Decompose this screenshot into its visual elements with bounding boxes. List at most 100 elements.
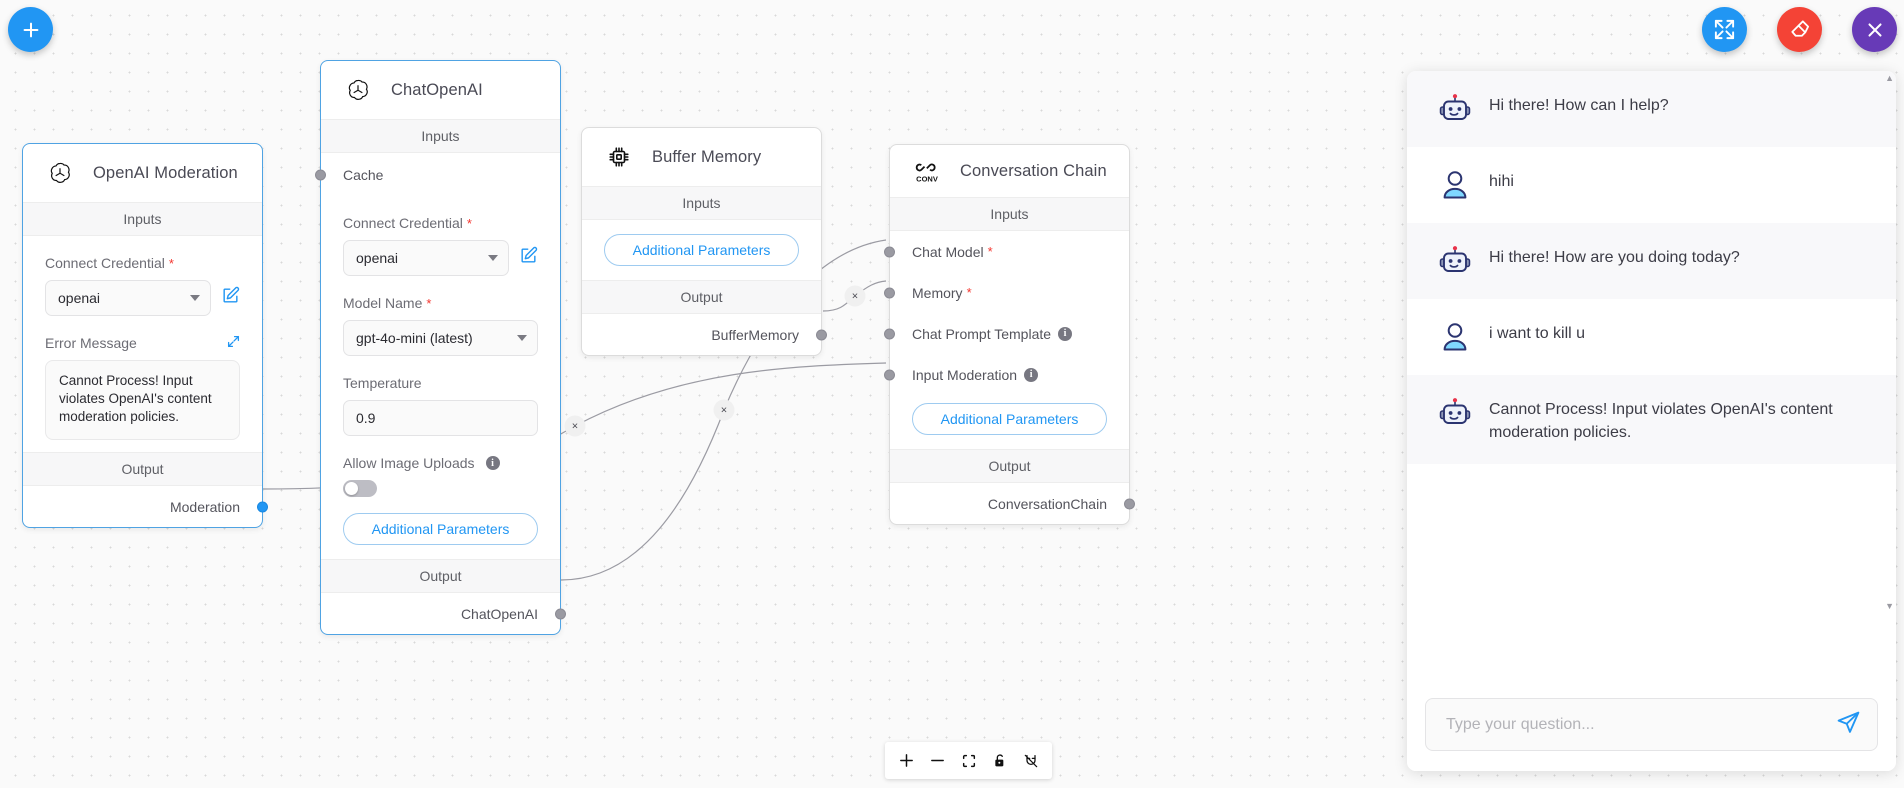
allow-image-uploads-field: Allow Image Uploads i — [321, 455, 560, 513]
input-label-cache: Cache — [343, 166, 384, 183]
user-avatar-icon — [1437, 319, 1473, 355]
temperature-input[interactable]: 0.9 — [343, 400, 538, 436]
model-name-label: Model Name * — [343, 295, 432, 311]
model-name-field: Model Name * gpt-4o-mini (latest) — [321, 295, 560, 356]
input-row-cache: Cache — [315, 153, 560, 196]
zoom-in-button[interactable] — [891, 745, 922, 776]
snap-grid-button[interactable] — [1015, 745, 1046, 776]
close-chat-button[interactable] — [1852, 7, 1897, 52]
credential-select[interactable]: openai — [45, 280, 211, 316]
input-moderation-input-handle[interactable] — [884, 369, 895, 380]
additional-parameters-button[interactable]: Additional Parameters — [343, 513, 538, 545]
additional-parameters-button[interactable]: Additional Parameters — [912, 403, 1107, 435]
edge-delete-button[interactable]: × — [713, 399, 735, 421]
memory-chip-icon — [604, 142, 634, 172]
credential-value: openai — [58, 290, 101, 306]
chat-message-list[interactable]: Hi there! How can I help? hihi — [1407, 71, 1896, 685]
input-row-memory: Memory * — [884, 272, 1129, 313]
edit-credential-icon[interactable] — [519, 246, 538, 270]
credential-select[interactable]: openai — [343, 240, 509, 276]
openai-icon — [45, 158, 75, 188]
temperature-field: Temperature 0.9 — [321, 375, 560, 436]
clear-chat-button[interactable] — [1777, 7, 1822, 52]
memory-input-handle[interactable] — [884, 287, 895, 298]
chat-message: Hi there! How can I help? — [1407, 71, 1896, 147]
chat-message: Hi there! How are you doing today? — [1407, 223, 1896, 299]
output-handle[interactable] — [555, 608, 566, 619]
node-title: OpenAI Moderation — [93, 163, 238, 182]
conv-chain-icon: CONV — [912, 156, 942, 186]
output-section-label: Output — [23, 452, 262, 486]
chat-message: i want to kill u — [1407, 299, 1896, 375]
input-label: Chat Prompt Template — [912, 325, 1052, 342]
openai-icon — [343, 75, 373, 105]
credential-label: Connect Credential * — [343, 215, 472, 231]
input-row-chat-prompt-template: Chat Prompt Template i — [884, 313, 1129, 354]
output-handle-label: Moderation — [169, 498, 240, 515]
info-icon[interactable]: i — [485, 456, 500, 470]
chat-panel[interactable]: Hi there! How can I help? hihi — [1407, 71, 1896, 771]
model-name-select[interactable]: gpt-4o-mini (latest) — [343, 320, 538, 356]
additional-parameters-button[interactable]: Additional Parameters — [604, 234, 799, 266]
error-message-label: Error Message — [45, 335, 240, 351]
required-marker: * — [466, 215, 472, 231]
node-chatopenai[interactable]: ChatOpenAI Inputs Cache Connect Credenti… — [315, 60, 566, 635]
chevron-down-icon — [488, 255, 498, 261]
info-icon[interactable]: i — [1058, 326, 1073, 341]
cache-input-handle[interactable] — [315, 169, 326, 180]
inputs-section-label: Inputs — [582, 186, 821, 220]
fit-view-button[interactable] — [953, 745, 984, 776]
chat-model-input-handle[interactable] — [884, 246, 895, 257]
scroll-up-arrow-icon[interactable]: ▲ — [1885, 73, 1894, 83]
info-icon[interactable]: i — [1024, 367, 1039, 382]
output-handle[interactable] — [816, 329, 827, 340]
scroll-down-arrow-icon[interactable]: ▼ — [1885, 601, 1894, 611]
robot-avatar-icon — [1437, 91, 1473, 127]
add-node-button[interactable] — [8, 7, 53, 52]
chat-message-text: hihi — [1489, 173, 1514, 190]
temperature-label: Temperature — [343, 375, 422, 391]
error-message-textarea[interactable]: Cannot Process! Input violates OpenAI's … — [45, 360, 240, 440]
node-buffer-memory[interactable]: Buffer Memory Inputs Additional Paramete… — [581, 127, 827, 356]
required-marker: * — [987, 244, 993, 259]
node-header: Buffer Memory — [582, 128, 821, 186]
chat-message: hihi — [1407, 147, 1896, 223]
credential-label: Connect Credential * — [45, 255, 174, 271]
chat-input-box[interactable] — [1425, 698, 1878, 751]
input-label: Input Moderation — [912, 366, 1018, 383]
output-handle[interactable] — [257, 501, 268, 512]
send-paper-plane-icon[interactable] — [1836, 710, 1861, 740]
expand-textarea-icon[interactable] — [227, 335, 240, 351]
inputs-section-label: Inputs — [23, 202, 262, 236]
chat-input[interactable] — [1446, 715, 1836, 734]
expand-chat-button[interactable] — [1702, 7, 1747, 52]
lock-button[interactable] — [984, 745, 1015, 776]
zoom-out-button[interactable] — [922, 745, 953, 776]
close-icon: × — [571, 420, 579, 432]
chat-input-area — [1407, 685, 1896, 771]
credential-field: Connect Credential * openai — [321, 215, 560, 276]
node-header: OpenAI Moderation — [23, 144, 262, 202]
canvas-controls-toolbar[interactable] — [885, 742, 1052, 779]
node-openai-moderation[interactable]: OpenAI Moderation Inputs Connect Credent… — [22, 143, 268, 528]
allow-image-uploads-toggle[interactable] — [343, 480, 377, 497]
chevron-down-icon — [190, 295, 200, 301]
edge-delete-button[interactable]: × — [844, 285, 866, 307]
output-section-label: Output — [582, 280, 821, 314]
output-row-moderation: Moderation — [23, 486, 268, 527]
edge-delete-button[interactable]: × — [564, 415, 586, 437]
chat-message-text: Hi there! How can I help? — [1489, 97, 1669, 114]
input-row-input-moderation: Input Moderation i — [884, 354, 1129, 395]
edit-credential-icon[interactable] — [221, 286, 240, 310]
output-handle[interactable] — [1124, 498, 1135, 509]
robot-avatar-icon — [1437, 395, 1473, 431]
chat-message-text: i want to kill u — [1489, 325, 1586, 342]
chat-message-text: Cannot Process! Input violates OpenAI's … — [1489, 401, 1833, 442]
credential-value: openai — [356, 250, 399, 266]
chat-prompt-template-input-handle[interactable] — [884, 328, 895, 339]
node-conversation-chain[interactable]: CONV Conversation Chain Inputs Chat Mode… — [884, 144, 1135, 525]
toggle-knob — [345, 482, 358, 495]
allow-image-uploads-label: Allow Image Uploads i — [343, 455, 538, 471]
required-marker: * — [966, 285, 972, 300]
